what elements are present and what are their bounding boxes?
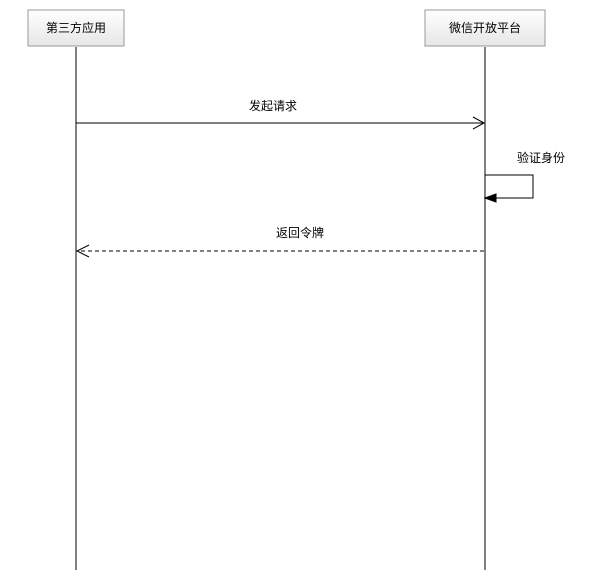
filled-arrowhead-icon [483,193,497,203]
message-return-token: 返回令牌 [75,225,484,258]
participant-label-wechat-open-platform: 微信开放平台 [449,20,521,35]
open-arrowhead-icon [472,116,486,130]
participant-label-third-party-app: 第三方应用 [46,20,106,35]
message-request: 发起请求 [76,98,486,130]
open-arrowhead-icon [75,244,90,258]
participant-wechat-open-platform: 微信开放平台 [424,9,546,47]
message-line-verify-identity [485,174,534,199]
message-label-return-token: 返回令牌 [276,225,324,240]
message-verify-identity: 验证身份 [483,150,565,203]
message-label-verify-identity: 验证身份 [517,150,565,165]
participant-third-party-app: 第三方应用 [27,9,125,47]
message-label-request: 发起请求 [249,98,297,113]
